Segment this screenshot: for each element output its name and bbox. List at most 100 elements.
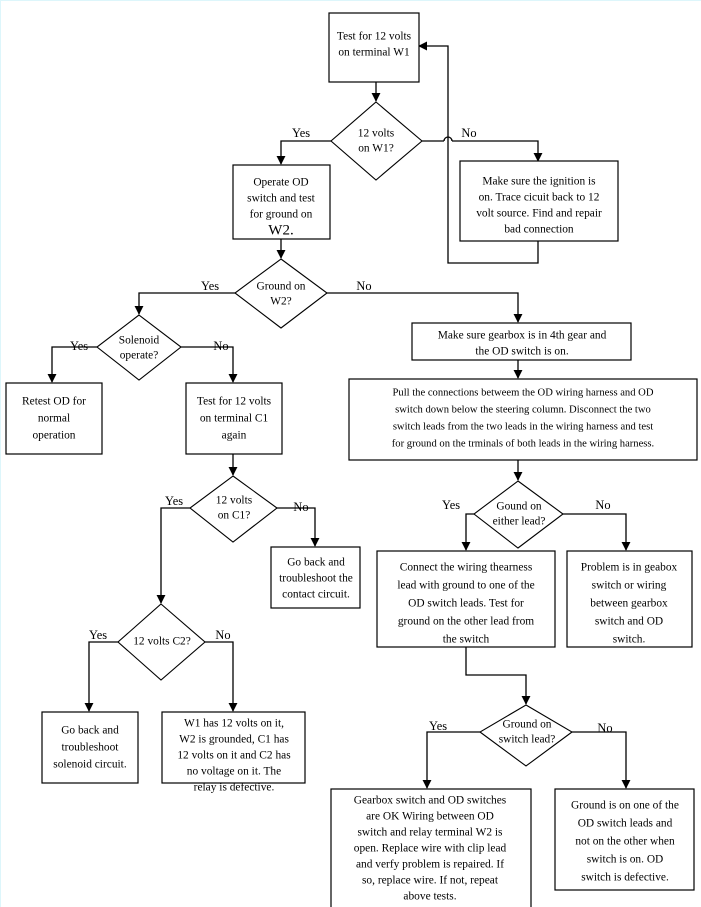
decision-ground-on-w2[interactable]: Ground on W2? <box>234 258 328 329</box>
node-n12-line-4: switch. <box>613 634 646 646</box>
decision-12v-c2[interactable]: 12 volts C2? <box>117 603 206 681</box>
node-n12-line-2: between gearbox <box>590 598 668 610</box>
node-gearbox-4th-gear[interactable]: Make sure gearbox is in 4th gear and the… <box>411 322 632 361</box>
node-test-12v-w1[interactable]: Test for 12 volts on terminal W1 <box>328 12 420 83</box>
node-d2-line-0: Ground on <box>256 281 305 293</box>
node-n13-line-0: Gearbox switch and OD switches <box>354 795 507 807</box>
node-operate-od-switch[interactable]: Operate OD switch and test for ground on… <box>232 164 331 240</box>
node-n8-line-2: 12 volts on it and C2 has <box>177 750 291 762</box>
edge-d3-n5-no <box>181 346 238 383</box>
node-d4-line-1: on C1? <box>218 510 251 522</box>
edge-label-d5-yes: Yes <box>89 628 107 642</box>
node-n2-line-1: switch and test <box>247 193 316 205</box>
node-n5-line-0: Test for 12 volts <box>197 396 272 408</box>
node-n14-line-1: OD switch leads and <box>578 818 673 830</box>
node-n13-line-5: so, replace wire. If not, repeat <box>362 875 499 887</box>
edge-d5-n8-no <box>205 641 238 712</box>
node-d3-line-0: Solenoid <box>119 335 160 347</box>
node-n11-line-3: ground on the other lead from <box>398 616 534 628</box>
node-n11-line-2: OD switch leads. Test for <box>408 598 524 610</box>
node-n7-line-0: Go back and <box>61 725 119 737</box>
node-n4-line-2: operation <box>32 430 75 442</box>
node-relay-defective[interactable]: W1 has 12 volts on it, W2 is grounded, C… <box>161 711 306 794</box>
edge-label-d7-no: No <box>597 721 612 735</box>
node-n11-line-4: the switch <box>443 634 490 646</box>
node-n14-line-2: not on the other when <box>575 836 675 848</box>
node-n1-line-0: Test for 12 volts <box>337 31 412 43</box>
edge-d1-n2-yes <box>276 140 331 165</box>
edge-d4-d5-yes <box>156 507 190 604</box>
edge-label-d3-no: No <box>213 339 228 353</box>
node-d7-line-1: switch lead? <box>499 734 556 746</box>
node-d5-line-0: 12 volts C2? <box>133 636 191 648</box>
edge-label-d7-yes: Yes <box>429 719 447 733</box>
edge-d2-d3-yes <box>134 292 235 315</box>
node-n6-line-0: Go back and <box>287 557 345 569</box>
node-n3-line-0: Make sure the ignition is <box>482 176 596 188</box>
decision-ground-on-switch-lead[interactable]: Ground on switch lead? <box>479 704 573 767</box>
node-n12-line-3: switch and OD <box>595 616 663 628</box>
node-n4-line-1: normal <box>38 413 70 425</box>
edge-d1-n3-no-b <box>452 140 543 162</box>
edge-label-d4-yes: Yes <box>165 494 183 508</box>
node-n6-line-2: contact circuit. <box>282 589 350 601</box>
node-n4-line-0: Retest OD for <box>22 396 86 408</box>
node-troubleshoot-contact-circuit[interactable]: Go back and troubleshoot the contact cir… <box>270 546 361 609</box>
node-n14-line-3: switch is on. OD <box>587 854 664 866</box>
edge-label-d1-no: No <box>461 126 476 140</box>
node-n8-line-4: relay is defective. <box>194 782 275 794</box>
edge-d5-n7-yes <box>84 641 118 712</box>
edge-labels: Yes No Yes No Yes No Yes No Yes No Yes N… <box>70 126 613 735</box>
decision-12v-on-w1[interactable]: 12 volts on W1? <box>330 101 423 181</box>
node-n13-line-3: open. Replace wire with clip lead <box>354 843 507 855</box>
node-troubleshoot-solenoid-circuit[interactable]: Go back and troubleshoot solenoid circui… <box>41 711 139 784</box>
decision-12v-on-c1[interactable]: 12 volts on C1? <box>189 475 278 543</box>
edge-d3-n4-yes <box>47 346 97 383</box>
connectors <box>47 41 631 789</box>
node-wiring-open-replace-wire[interactable]: Gearbox switch and OD switches are OK Wi… <box>330 788 532 907</box>
node-n2-line-2: for ground on <box>250 209 313 221</box>
decision-ground-on-either-lead[interactable]: Gound on either lead? <box>473 480 564 549</box>
node-d1-line-0: 12 volts <box>358 128 395 140</box>
edge-n11-d7 <box>465 647 531 705</box>
node-n14-line-4: switch is defective. <box>581 872 669 884</box>
node-n2-line-3: W2. <box>268 222 293 238</box>
node-problem-gearbox-switch[interactable]: Problem is in geabox switch or wiring be… <box>566 550 693 648</box>
node-n8-line-1: W2 is grounded, C1 has <box>179 734 289 746</box>
node-d6-line-1: either lead? <box>493 516 546 528</box>
node-od-switch-defective[interactable]: Ground is on one of the OD switch leads … <box>554 788 695 891</box>
node-n12-line-1: switch or wiring <box>592 580 667 592</box>
node-n10-line-1: switch down below the steering column. D… <box>395 404 651 415</box>
node-n11-line-0: Connect the wiring thearness <box>400 562 533 574</box>
edge-label-d5-no: No <box>215 628 230 642</box>
edge-d7-n14-no <box>572 731 631 789</box>
node-n3-line-3: bad connection <box>504 224 574 236</box>
node-n10-line-3: for ground on the trminals of both leads… <box>392 438 654 449</box>
node-n7-line-2: solenoid circuit. <box>53 759 127 771</box>
node-n6-line-1: troubleshoot the <box>279 573 353 585</box>
node-n10-line-0: Pull the connections betweem the OD wiri… <box>393 387 654 398</box>
node-n13-line-2: switch and relay terminal W2 is <box>358 827 504 839</box>
node-pull-connections-test-ground[interactable]: Pull the connections betweem the OD wiri… <box>348 378 698 461</box>
edge-d4-n6-no <box>277 507 320 547</box>
decision-solenoid-operate[interactable]: Solenoid operate? <box>96 314 182 381</box>
node-retest-od-normal-operation[interactable]: Retest OD for normal operation <box>5 382 103 455</box>
node-n10-line-2: switch leads from the two leads in the w… <box>393 421 653 432</box>
edge-d7-n13-yes <box>422 731 480 789</box>
node-n13-line-1: are OK Wiring between OD <box>366 811 494 823</box>
node-n8-line-0: W1 has 12 volts on it, <box>184 718 284 730</box>
node-connect-harness-lead[interactable]: Connect the wiring thearness lead with g… <box>376 550 556 648</box>
edge-label-d6-yes: Yes <box>442 498 460 512</box>
node-n13-line-4: and verfy problem is repaired. If <box>356 859 504 871</box>
node-d4-line-0: 12 volts <box>216 495 253 507</box>
node-test-12v-c1-again[interactable]: Test for 12 volts on terminal C1 again <box>185 382 283 455</box>
node-d7-line-0: Ground on <box>502 719 551 731</box>
edge-d6-n11-yes <box>461 513 474 551</box>
edge-label-d6-no: No <box>595 498 610 512</box>
node-check-ignition-trace-circuit[interactable]: Make sure the ignition is on. Trace cicu… <box>459 160 619 242</box>
edge-n3-n1-feedback <box>418 41 539 264</box>
node-n3-line-2: volt source. Find and repair <box>476 208 602 220</box>
node-d6-line-0: Gound on <box>496 501 542 513</box>
